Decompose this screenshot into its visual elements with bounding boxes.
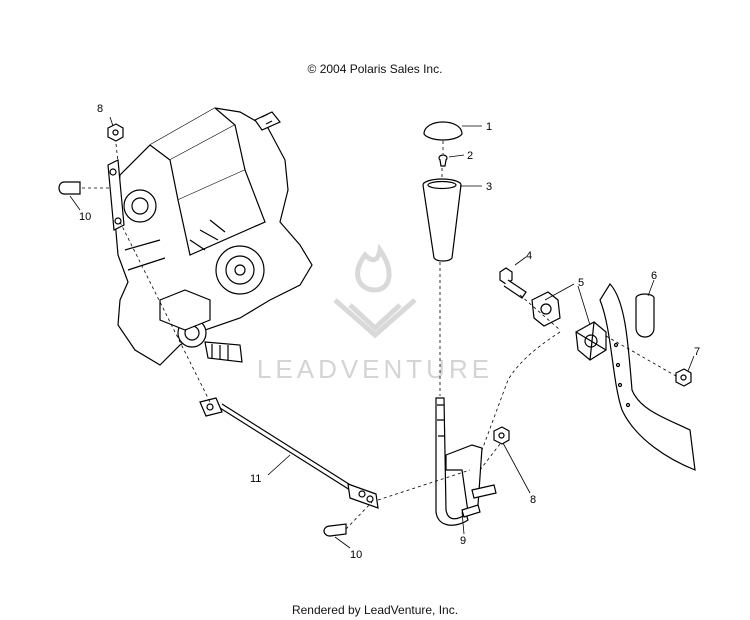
callout-5: 5 [578, 277, 584, 289]
nut-part-8-top [107, 123, 124, 142]
bolt-part-10-top [58, 181, 81, 195]
nut-part-8-lever [493, 426, 510, 445]
bolt-part-4 [499, 267, 527, 299]
bracket-panel [599, 283, 696, 471]
copyright-text: © 2004 Polaris Sales Inc. [307, 62, 443, 76]
callout-8-lever: 8 [530, 494, 536, 506]
bolt-part-10-bottom [323, 523, 347, 537]
callout-4: 4 [526, 250, 532, 262]
knob-cap-part-1 [423, 121, 463, 141]
callout-3: 3 [486, 181, 492, 193]
callout-10-bottom: 10 [350, 549, 362, 561]
shift-lever-part-9 [435, 397, 497, 526]
bushing-part-5-left [531, 291, 561, 327]
linkage-rod-part-11 [199, 397, 379, 509]
callout-2: 2 [467, 150, 473, 162]
callout-9: 9 [460, 535, 466, 547]
callout-10-top: 10 [79, 211, 91, 223]
footer-text: Rendered by LeadVenture, Inc. [291, 603, 459, 617]
callout-1: 1 [486, 121, 492, 133]
shift-knob-part-3 [422, 178, 462, 262]
watermark-text: LEADVENTURE [257, 354, 493, 384]
callout-leaders [69, 116, 695, 549]
watermark-logo [333, 243, 417, 339]
assembly-lines [82, 141, 677, 530]
nut-part-7 [675, 368, 692, 387]
bushing-part-5-right [575, 321, 607, 361]
callout-8-top: 8 [97, 103, 103, 115]
grommet-part-6 [635, 293, 655, 338]
shift-arm [107, 159, 125, 231]
callout-6: 6 [651, 270, 657, 282]
set-screw-part-2 [438, 154, 448, 167]
callout-7: 7 [694, 346, 700, 358]
callout-11: 11 [250, 473, 261, 485]
transmission [114, 107, 313, 366]
